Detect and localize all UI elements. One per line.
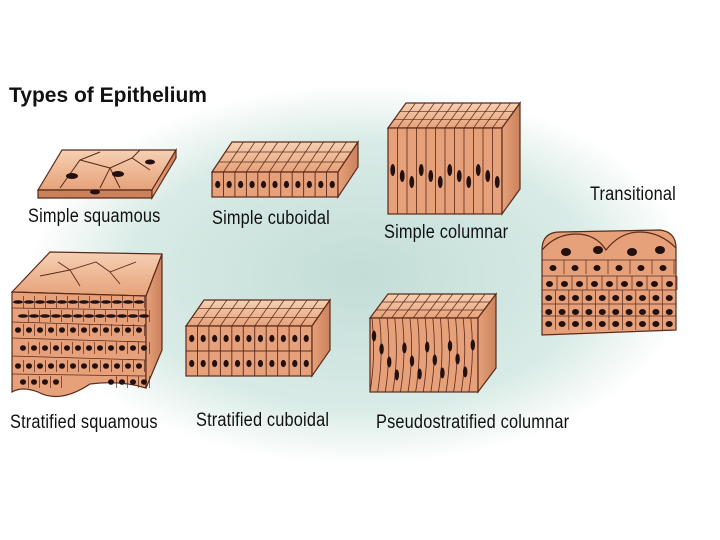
label-stratified-cuboidal: Stratified cuboidal — [196, 410, 329, 432]
label-simple-cuboidal: Simple cuboidal — [212, 208, 330, 230]
label-stratified-squamous: Stratified squamous — [10, 412, 158, 434]
label-pseudostratified-columnar: Pseudostratified columnar — [376, 412, 569, 434]
label-simple-squamous: Simple squamous — [28, 206, 160, 228]
figure-title: Types of Epithelium — [9, 84, 207, 108]
label-transitional: Transitional — [590, 184, 676, 206]
simple-squamous-illustration — [38, 150, 176, 198]
simple-cuboidal-illustration — [212, 142, 358, 197]
label-simple-columnar: Simple columnar — [384, 222, 508, 244]
